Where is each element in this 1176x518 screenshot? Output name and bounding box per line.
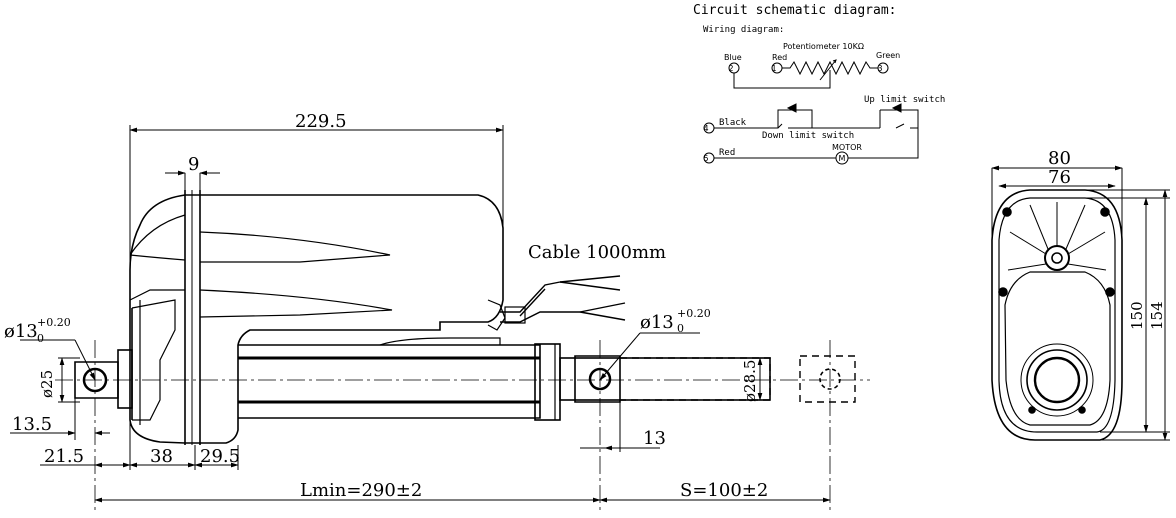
wiring-subtitle: Wiring diagram: [703, 25, 784, 35]
cable [500, 275, 626, 324]
circuit-schematic: Circuit schematic diagram: Wiring diagra… [693, 3, 945, 165]
side-view [74, 190, 856, 445]
pin-3: 3 [877, 64, 882, 73]
dim-flange: 9 [188, 154, 199, 175]
pin-4: 4 [703, 124, 708, 133]
pin-2: 2 [728, 64, 733, 73]
side-dimensions [10, 125, 831, 503]
dim-right-hole-tol-lower: 0 [677, 322, 684, 335]
end-dimensions [991, 165, 1170, 441]
end-view [991, 189, 1123, 441]
dim-stroke: S=100±2 [680, 480, 768, 501]
dim-height-150: 150 [1128, 301, 1146, 330]
up-limit-label: Up limit switch [864, 95, 945, 105]
motor-label: MOTOR [832, 143, 862, 152]
dim-left-hole-tol-upper: +0.20 [37, 316, 71, 329]
wire-black-label: Black [719, 118, 747, 128]
front-cap [534, 343, 561, 421]
dim-width-76: 76 [1048, 167, 1071, 188]
dim-right-hole: ø13 [640, 312, 674, 333]
wire-red-bottom-label: Red [719, 148, 735, 158]
dim-left-hole-tol-lower: 0 [37, 332, 44, 345]
motor-symbol-circle [835, 151, 849, 165]
dim-29-5: 29.5 [200, 446, 240, 467]
dim-right-hole-tol-upper: +0.20 [677, 307, 711, 320]
outer-tube [238, 344, 541, 419]
motor-symbol: M [839, 154, 846, 163]
dim-rod-end-dia: ø25 [38, 370, 56, 398]
centerlines [55, 340, 870, 510]
dim-left-hole: ø13 [4, 321, 38, 342]
dim-21-5: 21.5 [44, 446, 84, 467]
wire-blue-label: Blue [724, 53, 742, 62]
pin-5: 5 [703, 154, 708, 163]
dim-lmin: Lmin=290±2 [300, 480, 422, 501]
wire-green-label: Green [876, 51, 900, 60]
wire-red-top-label: Red [772, 53, 787, 62]
piston-rod [559, 357, 771, 401]
dim-width-80: 80 [1048, 148, 1071, 169]
potentiometer-label: Potentiometer 10KΩ [783, 42, 864, 51]
dim-rod-dia: ø28.5 [741, 360, 759, 402]
dim-overall-length: 229.5 [295, 111, 347, 132]
motor-housing [185, 194, 504, 444]
dim-38: 38 [150, 446, 173, 467]
down-limit-label: Down limit switch [762, 131, 854, 141]
pin-1: 1 [771, 64, 776, 73]
dim-height-154: 154 [1148, 301, 1166, 330]
housing-outline [991, 189, 1123, 441]
dim-rod-end-13: 13 [643, 428, 666, 449]
rod-end [574, 355, 621, 403]
dim-13-5: 13.5 [12, 414, 52, 435]
circuit-title: Circuit schematic diagram: [693, 3, 897, 18]
extended-rod-end [799, 355, 856, 403]
cable-label: Cable 1000mm [528, 242, 666, 263]
potentiometer-resistor [782, 60, 878, 76]
